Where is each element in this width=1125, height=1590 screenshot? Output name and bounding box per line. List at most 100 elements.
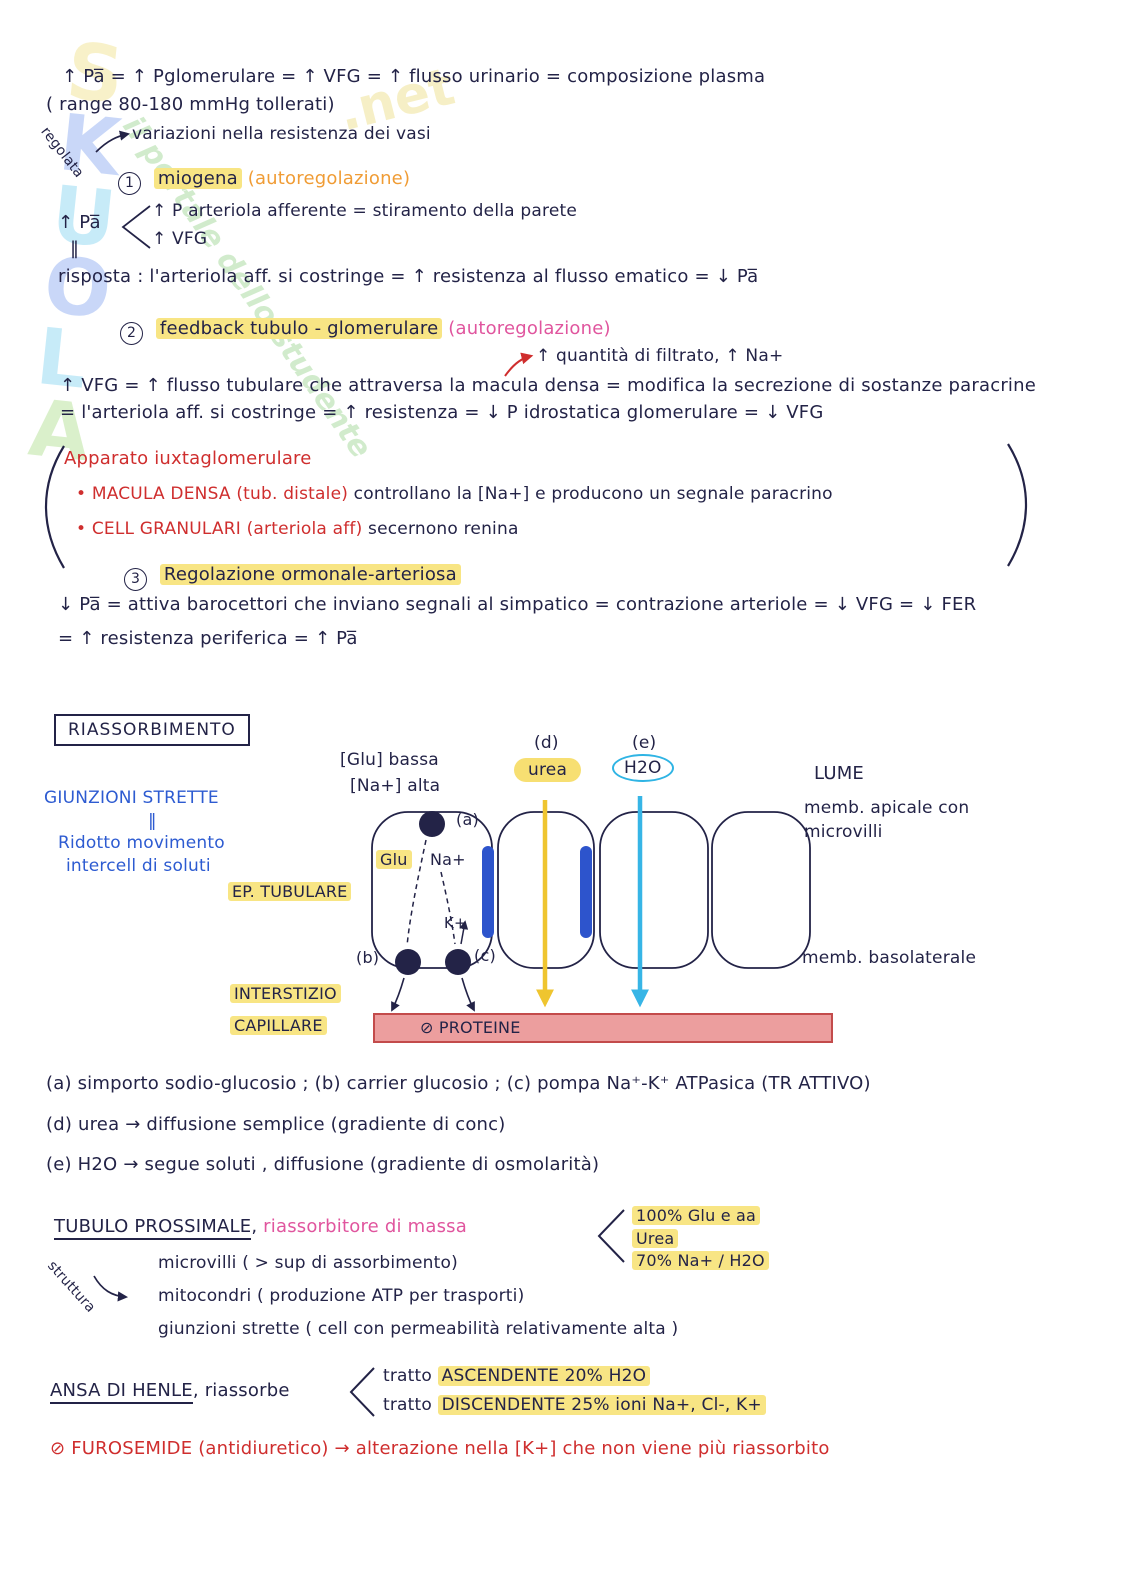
- transporter-b-dot: [395, 949, 421, 975]
- risposta-line: risposta : l'arteriola aff. si costringe…: [58, 266, 759, 287]
- apparato-item-label: • CELL GRANULARI (arteriola aff): [76, 519, 369, 539]
- giunzioni-line: ‖: [148, 811, 157, 831]
- parallel-mark: ‖: [70, 238, 80, 259]
- legend-line: (e) H2O → segue soluti , diffusione (gra…: [46, 1154, 600, 1175]
- riassorbimento-box-title: RIASSORBIMENTO: [54, 714, 250, 746]
- d-label: (d): [534, 733, 559, 753]
- interstizio-text: INTERSTIZIO: [230, 984, 341, 1003]
- feedback-red-arrow: [504, 352, 534, 377]
- tight-junction-bar: [580, 846, 592, 938]
- giunzioni-line: Ridotto movimento: [58, 833, 225, 853]
- miogena-title: miogena: [153, 168, 242, 189]
- ormonale-heading: 3 Regolazione ormonale-arteriosa: [124, 564, 461, 591]
- ansa-heading: ANSA DI HENLE, riassorbe: [50, 1380, 290, 1404]
- glu-label: Glu: [376, 850, 412, 869]
- pa-label: ↑ Pa̅: [58, 212, 101, 233]
- capillare-text: CAPILLARE: [230, 1016, 327, 1035]
- apparato-paren-right: [1007, 443, 1028, 567]
- feedback-title: feedback tubulo - glomerulare: [155, 318, 443, 339]
- tratto-highlight: DISCENDENTE 25% ioni Na+, Cl-, K+: [437, 1395, 766, 1415]
- tubulo-highlight-text: Urea: [632, 1229, 679, 1248]
- e-label: (e): [632, 733, 657, 753]
- miogena-heading: 1 miogena (autoregolazione): [118, 168, 410, 195]
- tubulo-highlight: Urea: [632, 1229, 679, 1248]
- tubulo-item: mitocondri ( produzione ATP per trasport…: [158, 1286, 525, 1306]
- ep-tubulare-text: EP. TUBULARE: [228, 882, 352, 901]
- tight-junction-bar: [482, 846, 494, 938]
- miogena-branch-top: ↑ P arteriola afferente = stiramento del…: [152, 201, 578, 221]
- apparato-item-text: secernono renina: [368, 519, 519, 539]
- feedback-body: ↑ VFG = ↑ flusso tubulare che attraversa…: [60, 375, 1036, 423]
- tubule-cell: [599, 811, 709, 969]
- b-label: (b): [356, 948, 380, 967]
- tubulo-item: microvilli ( > sup di assorbimento): [158, 1253, 458, 1273]
- tubulo-title: TUBULO PROSSIMALE: [54, 1216, 252, 1240]
- ansa-title: ANSA DI HENLE: [50, 1380, 193, 1404]
- k-label: K+: [444, 914, 467, 932]
- giunzioni-line: GIUNZIONI STRETTE: [44, 788, 219, 808]
- apparato-paren-left: [44, 445, 65, 569]
- miogena-branch-bottom: ↑ VFG: [152, 229, 208, 249]
- transporter-c-dot: [445, 949, 471, 975]
- tubule-cell: [711, 811, 811, 969]
- miogena-brace: [121, 205, 151, 249]
- transporter-a-dot: [419, 811, 445, 837]
- apparato-item: • CELL GRANULARI (arteriola aff) secerno…: [76, 519, 519, 539]
- capillare-label: CAPILLARE: [230, 1016, 327, 1035]
- apparato-item-label: • MACULA DENSA (tub. distale): [76, 484, 354, 504]
- regolata-arrow: [95, 130, 131, 153]
- b-exit-arrow: [391, 977, 405, 1012]
- ormonale-line2: = ↑ resistenza periferica = ↑ Pa̅: [58, 628, 358, 649]
- tubulo-highlight-text: 70% Na+ / H2O: [632, 1251, 769, 1270]
- h2o-label: H2O: [612, 754, 674, 782]
- ansa-brace: [349, 1367, 375, 1417]
- glu-bassa-label: [Glu] bassa: [340, 750, 439, 770]
- k-in-arrow: [459, 920, 469, 945]
- capillary-bar: [373, 1013, 833, 1043]
- tubulo-comma: ,: [251, 1216, 264, 1237]
- tratto-highlight: ASCENDENTE 20% H2O: [437, 1366, 651, 1386]
- feedback-heading: 2 feedback tubulo - glomerulare (autoreg…: [120, 318, 611, 345]
- c-label: (c): [474, 946, 496, 965]
- feedback-subtitle: (autoregolazione): [448, 318, 611, 339]
- tubulo-subtitle: riassorbitore di massa: [263, 1216, 467, 1237]
- ormonale-title: Regolazione ormonale-arteriosa: [159, 564, 461, 585]
- range-line: ( range 80-180 mmHg tollerati): [46, 94, 335, 115]
- legend-line: (d) urea → diffusione semplice (gradient…: [46, 1114, 506, 1135]
- memb-apicale-label: memb. apicale con microvilli: [804, 798, 970, 842]
- lume-label: LUME: [814, 763, 865, 784]
- tratto-plain: tratto: [383, 1366, 438, 1386]
- urea-label: urea: [514, 758, 582, 782]
- ansa-comma: ,: [192, 1380, 205, 1401]
- tubulo-heading: TUBULO PROSSIMALE, riassorbitore di mass…: [54, 1216, 467, 1240]
- pa-equation-line: ↑ Pa̅ = ↑ Pglomerulare = ↑ VFG = ↑ fluss…: [62, 66, 766, 87]
- section-number: 1: [118, 171, 141, 195]
- furosemide-note: ⊘ FUROSEMIDE (antidiuretico) → alterazio…: [50, 1438, 830, 1459]
- intracellular-path-glu: [406, 839, 427, 947]
- miogena-subtitle: (autoregolazione): [247, 168, 411, 189]
- ansa-subtitle: riassorbe: [204, 1380, 290, 1401]
- apparato-item-text: controllano la [Na+] e producono un segn…: [353, 484, 833, 504]
- tubulo-highlight: 100% Glu e aa: [632, 1206, 761, 1225]
- section-number: 3: [124, 567, 147, 591]
- struttura-arrow: [93, 1275, 129, 1302]
- apparato-title: Apparato iuxtaglomerulare: [64, 448, 312, 469]
- glu-text: Glu: [376, 850, 412, 869]
- a-label: (a): [456, 810, 479, 829]
- c-exit-arrow: [461, 977, 475, 1012]
- interstizio-label: INTERSTIZIO: [230, 984, 341, 1003]
- ep-tubulare-label: EP. TUBULARE: [228, 882, 352, 901]
- na-alta-label: [Na+] alta: [350, 776, 441, 796]
- intracellular-path-na: [440, 871, 456, 945]
- ansa-tratto-discendente: tratto DISCENDENTE 25% ioni Na+, Cl-, K+: [383, 1395, 766, 1415]
- tubulo-highlight: 70% Na+ / H2O: [632, 1251, 769, 1270]
- proteine-label: ⊘ PROTEINE: [420, 1018, 521, 1037]
- legend-line: (a) simporto sodio-glucosio ; (b) carrie…: [46, 1073, 871, 1094]
- giunzioni-line: intercell di soluti: [66, 856, 211, 876]
- feedback-annotation: ↑ quantità di filtrato, ↑ Na+: [536, 346, 784, 366]
- h2o-oval: H2O: [612, 754, 674, 782]
- variazioni-line: variazioni nella resistenza dei vasi: [132, 124, 431, 144]
- ansa-tratto-ascendente: tratto ASCENDENTE 20% H2O: [383, 1366, 651, 1386]
- urea-oval: urea: [514, 758, 582, 782]
